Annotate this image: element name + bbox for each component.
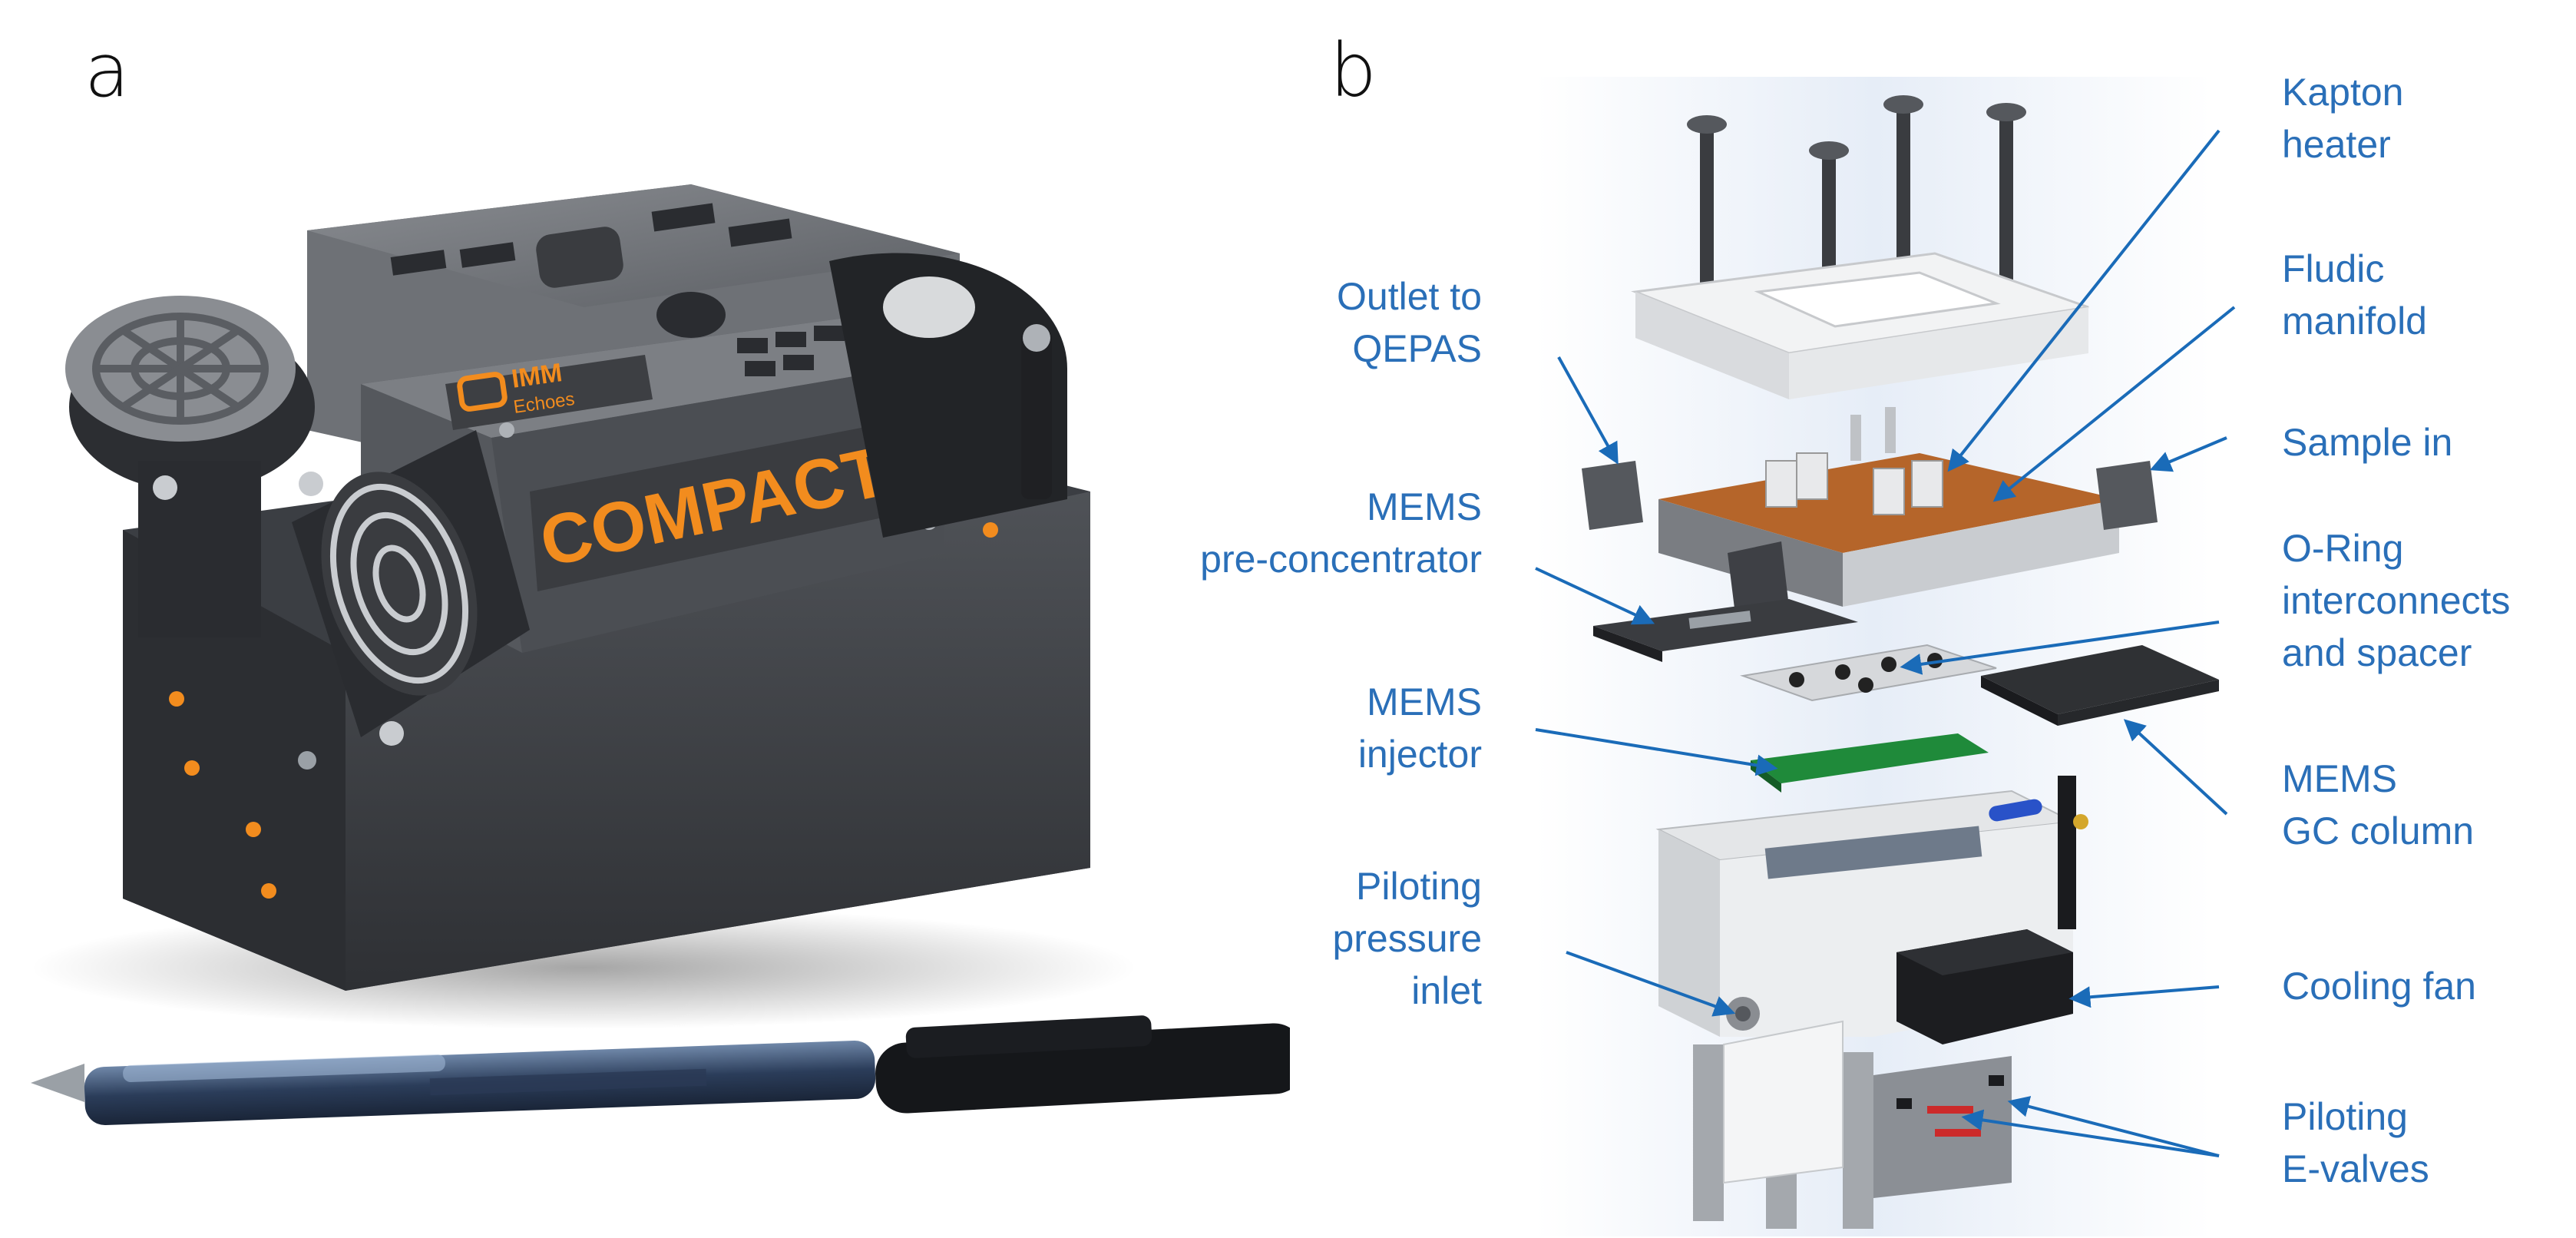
base-assembly-part [1655,776,2088,1229]
fluidic-manifold-part [1582,407,2158,614]
label-sample-in: Sample in [2282,421,2453,464]
pump-assembly [65,296,315,637]
compact-gc-photo: IMM Echoes COMPACT GC [31,184,1290,1126]
side-fan [829,253,1067,538]
label-cooling-fan: Cooling fan [2282,965,2476,1008]
oring-spacer-part [1740,644,1997,702]
panel-label-a: a [84,28,130,114]
kapton-heater-part [1631,252,2089,399]
callout-lines [1535,129,2236,1157]
pen [31,1015,1290,1126]
front-fan-grille [153,430,530,746]
panel-label-b: b [1330,28,1377,114]
mems-gc-column-part [1981,645,2219,726]
mems-preconcentrator-part [1593,599,1858,662]
logo-text-top: IMM [510,358,564,394]
photo-panel: a [31,28,1290,1126]
front-housing: IMM Echoes COMPACT GC [361,315,1017,653]
